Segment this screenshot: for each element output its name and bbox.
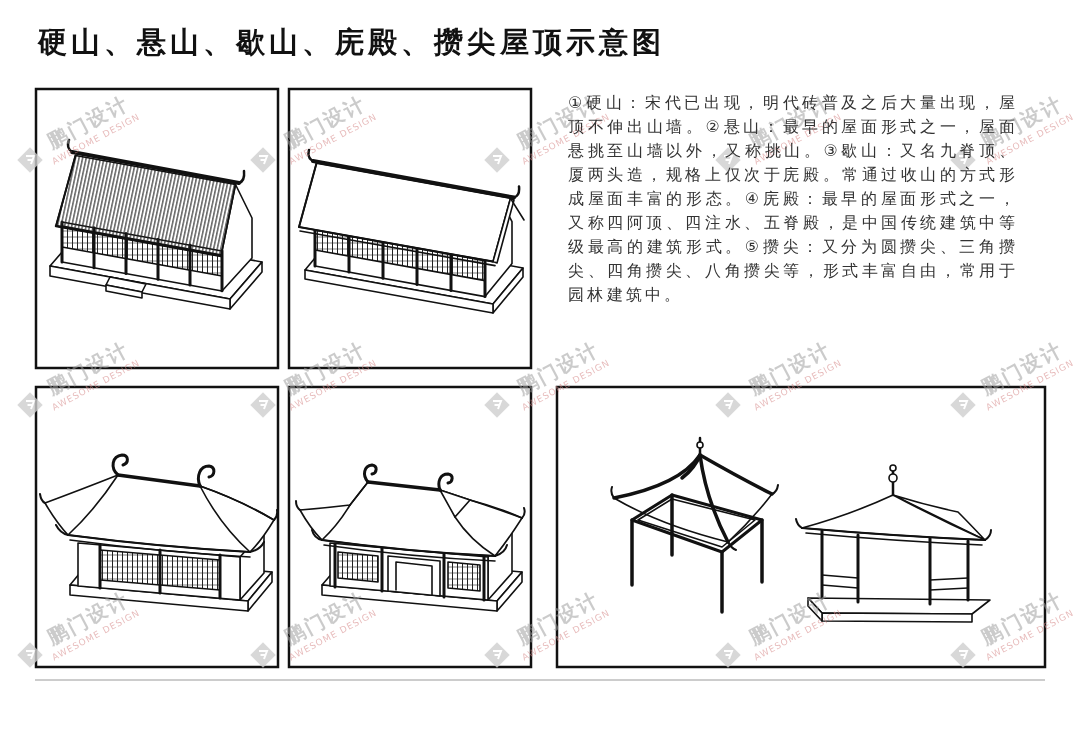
pavilion (802, 528, 985, 540)
hip-roof-building (70, 540, 250, 557)
pavilion-frame (700, 455, 772, 494)
panel-frame (557, 387, 1045, 667)
hip-gable-building (296, 501, 525, 556)
overhang-gable-building (493, 198, 514, 263)
hip-gable-building (296, 465, 525, 611)
hard-gable-building (56, 156, 236, 257)
hip-roof-building (40, 494, 277, 552)
watermark-logo (250, 147, 275, 172)
watermark-logo (715, 392, 740, 417)
watermark-logo (484, 392, 509, 417)
hip-gable-building (334, 544, 337, 587)
watermark-logo (950, 392, 975, 417)
panel-frame (36, 89, 1045, 667)
pavilion (822, 613, 972, 622)
hip-gable-building (381, 548, 384, 591)
pavilion-frame (632, 495, 762, 612)
pavilion (822, 575, 968, 590)
hard-gable-building (72, 152, 239, 183)
hip-gable-building (368, 482, 440, 490)
hard-gable-building (56, 156, 76, 227)
panel-frame (36, 387, 278, 667)
hip-roof-building (118, 475, 200, 486)
pavilion (796, 519, 991, 540)
overhang-gable-building (299, 150, 524, 313)
hip-gable-building (440, 490, 470, 517)
description-text: ①硬山：宋代已出现，明代砖普及之后大量出现，屋顶不伸出山墙。②悬山：最早的屋面形… (568, 91, 1018, 307)
pavilion (967, 541, 970, 600)
hip-gable-building (443, 554, 446, 597)
hip-gable-building (448, 562, 480, 591)
watermark-logo (484, 642, 509, 667)
overhang-gable-building (299, 163, 317, 227)
hip-gable-building (300, 482, 522, 556)
pavilion-frame (632, 495, 762, 552)
overhang-gable-building (313, 161, 514, 198)
pavilion-frame (614, 455, 772, 542)
hip-roof-building (40, 455, 277, 611)
overhang-gable-building (299, 227, 493, 262)
watermark-logo (484, 147, 509, 172)
pavilion-frame (760, 520, 764, 582)
hip-gable-building (322, 540, 495, 556)
hip-gable-building (388, 556, 440, 596)
pavilion-frame (638, 499, 755, 547)
pavilion-frame (720, 552, 724, 612)
pavilion (890, 465, 896, 471)
hip-roof-building (68, 475, 274, 552)
pavilion (802, 495, 985, 540)
pavilion (929, 538, 932, 604)
hip-gable-building (324, 545, 495, 561)
pavilion-frame (682, 455, 700, 478)
overhang-gable-building (511, 198, 525, 220)
pavilion-frame (630, 520, 634, 585)
watermark-logo (250, 392, 275, 417)
watermark-logo (17, 642, 42, 667)
pavilion-frame (611, 485, 778, 550)
pavilion-frame (614, 494, 772, 542)
pavilion (889, 474, 897, 482)
hip-roof-building (159, 550, 162, 593)
pavilion-frame (614, 455, 700, 498)
panel-frame (36, 89, 278, 368)
hard-gable-building (106, 285, 142, 298)
watermark-logo (715, 642, 740, 667)
title: 硬山、悬山、歇山、庑殿、攒尖屋顶示意图 (38, 24, 665, 60)
hip-gable-building (483, 557, 486, 600)
hard-gable-building (56, 226, 221, 256)
hip-gable-building (350, 482, 368, 505)
bottom-rule (35, 680, 1045, 681)
pavilion (857, 535, 860, 602)
watermark-logo (950, 642, 975, 667)
overhang-gable-building (300, 231, 495, 266)
hip-roof-building (99, 545, 102, 588)
pavilion (822, 531, 968, 604)
watermark-logo (17, 392, 42, 417)
hip-gable-building (338, 552, 378, 582)
pavilion-frame (697, 442, 703, 448)
hip-gable-building (396, 562, 432, 595)
hip-roof-building (219, 555, 222, 598)
hip-gable-building (322, 500, 522, 556)
watermark-logo (250, 642, 275, 667)
hip-roof-building (113, 455, 214, 486)
pavilion-frame (611, 438, 778, 612)
hip-gable-building (365, 465, 453, 490)
hard-gable-building (50, 140, 262, 309)
hip-roof-building (68, 535, 250, 552)
hip-roof-building (78, 543, 240, 600)
watermark-logo (17, 147, 42, 172)
